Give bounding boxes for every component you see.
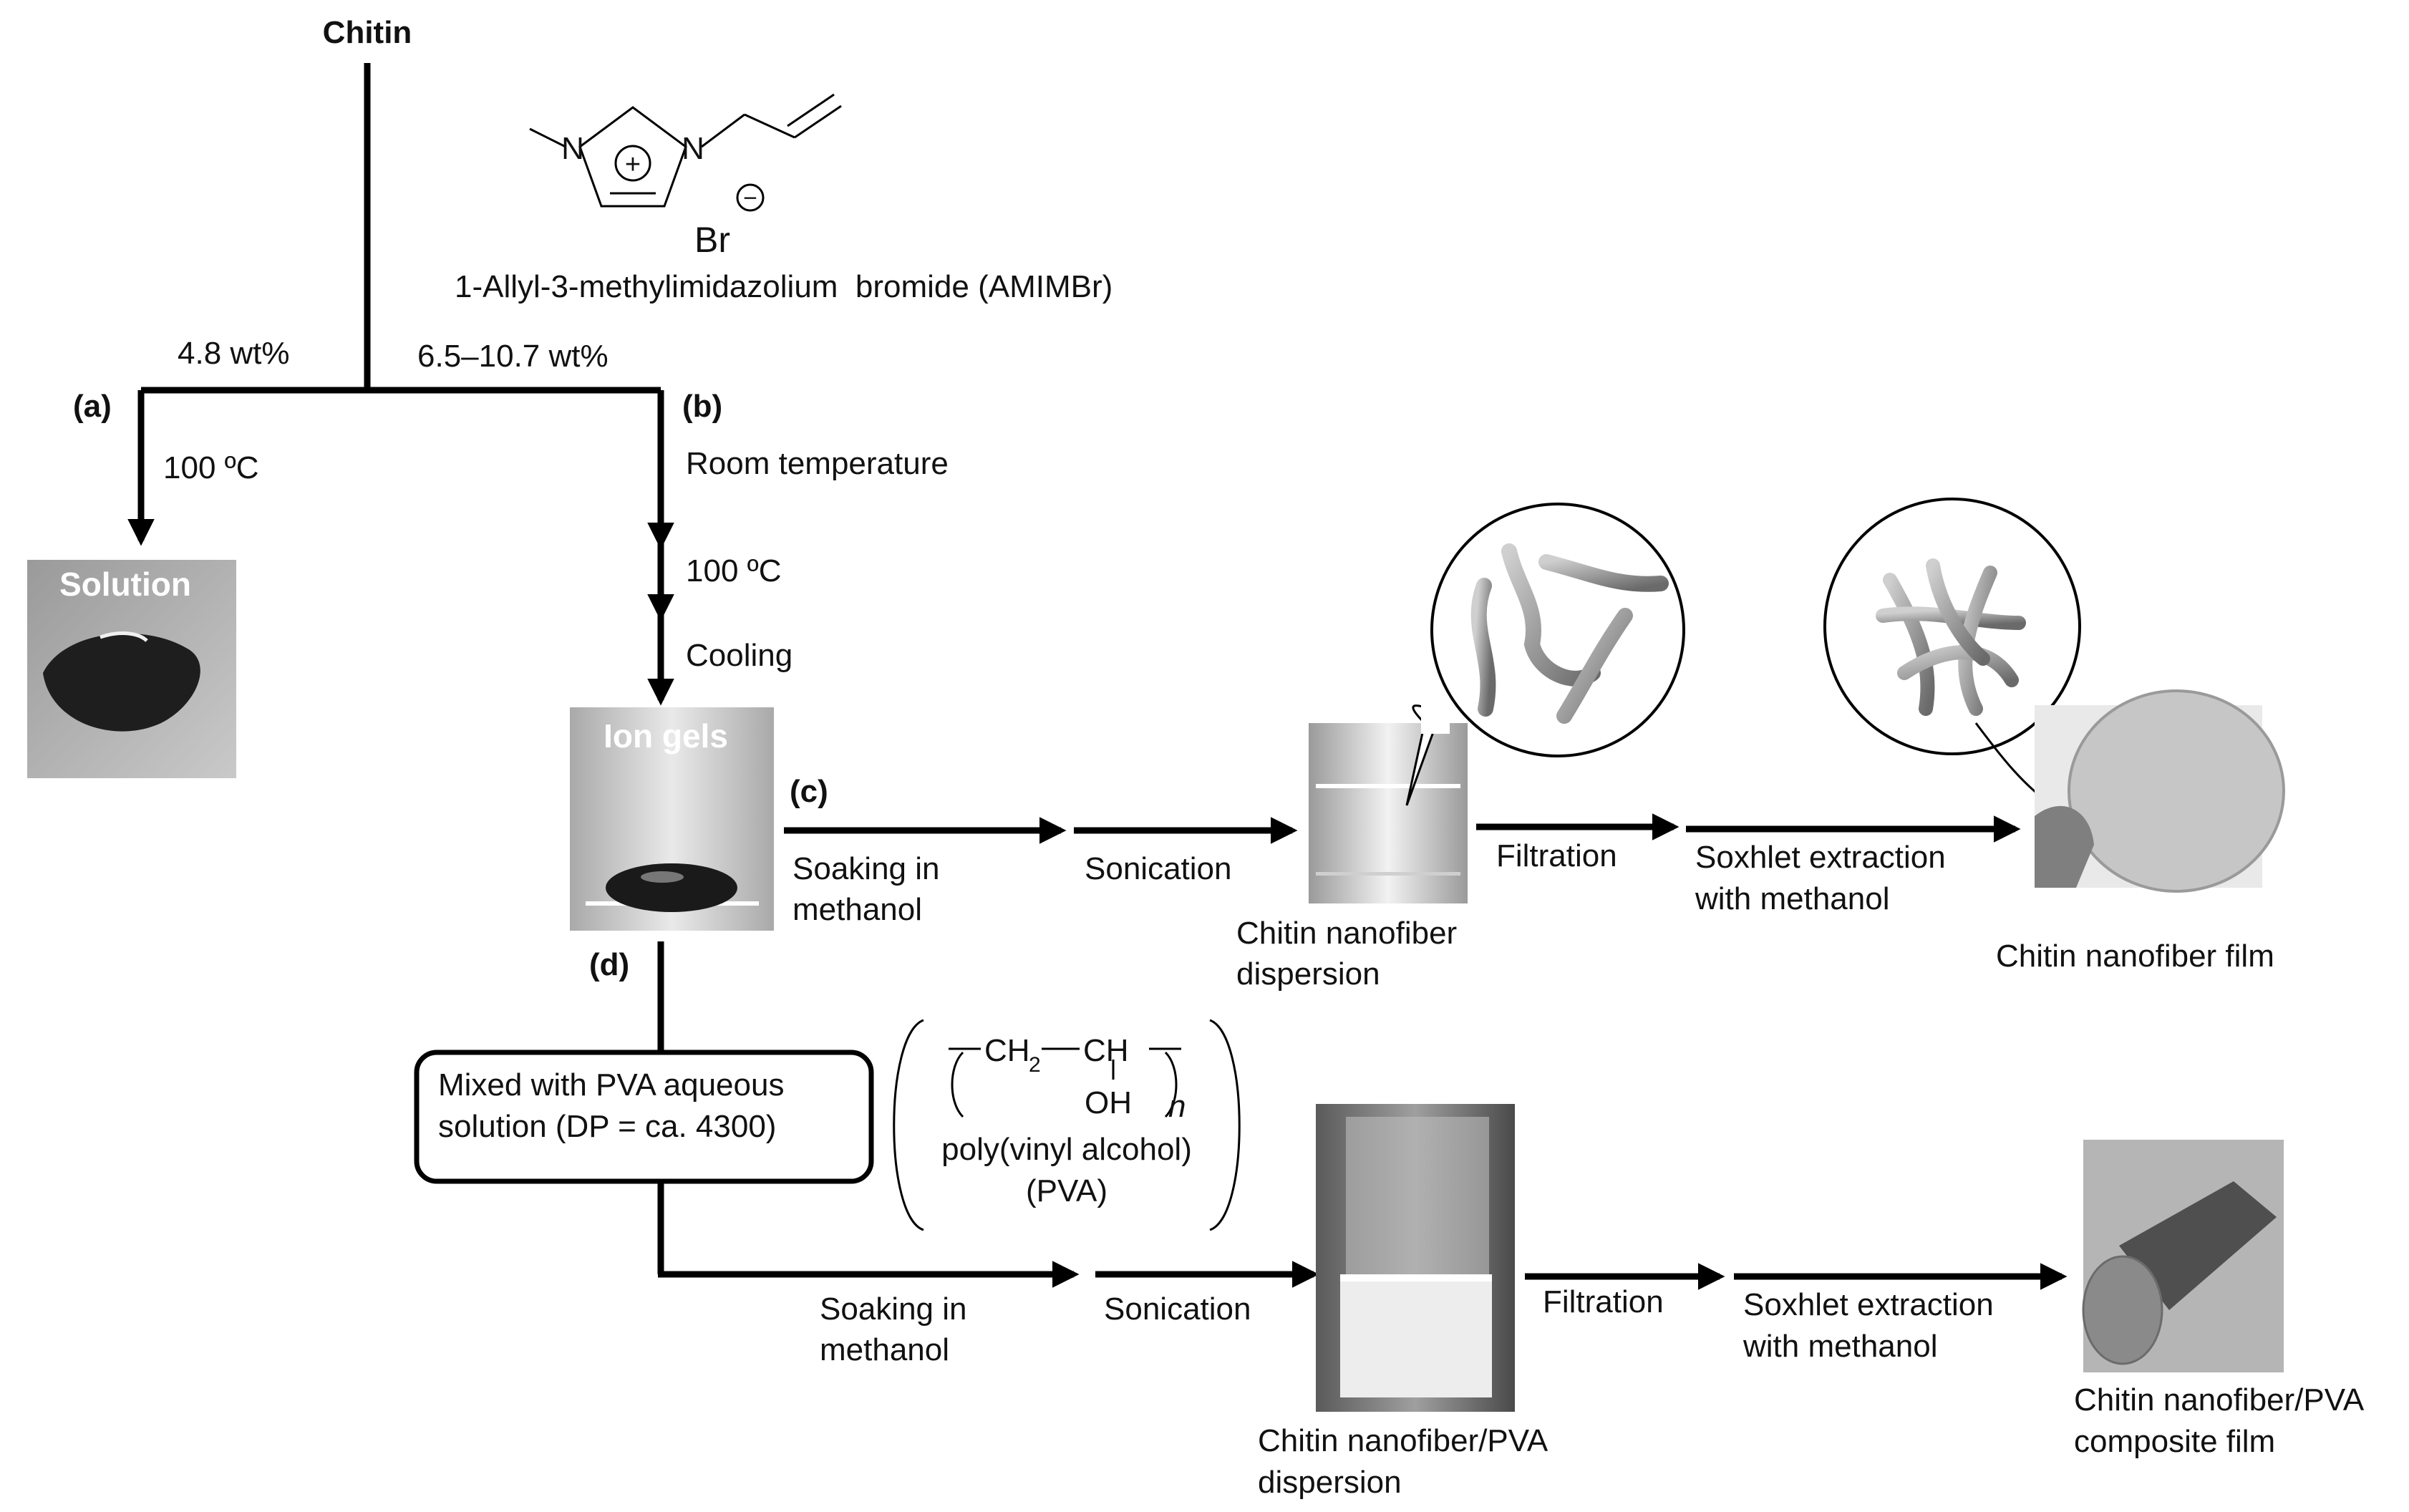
step-100c: 100 ºC <box>686 553 781 588</box>
amimbr-structure: N N + − Br <box>529 93 842 260</box>
c-dispersion-1: Chitin nanofiber <box>1236 916 1457 951</box>
minus-charge: − <box>743 185 757 212</box>
mix-box <box>414 1050 874 1184</box>
tag-a: (a) <box>73 389 112 424</box>
d-sonication: Sonication <box>1104 1292 1251 1327</box>
pva-ch2-sub: 2 <box>1029 1053 1041 1077</box>
pva-n: n <box>1168 1089 1186 1124</box>
c-sonication: Sonication <box>1085 851 1231 886</box>
pva-ch: CH <box>1083 1033 1129 1068</box>
pva-oh: OH <box>1085 1085 1132 1120</box>
composite-film-photo <box>2082 1140 2284 1372</box>
tag-b: (b) <box>682 389 722 424</box>
nanofiber-dispersion-photo <box>1309 723 1468 903</box>
pva-structure: CH 2 CH OH n poly(vinyl alcohol) (PVA) <box>893 1019 1241 1231</box>
c-soak-1: Soaking in <box>793 851 939 886</box>
ionic-liquid-name: 1-Allyl-3-methylimidazolium bromide (AMI… <box>455 269 1113 304</box>
d-product-2: composite film <box>2074 1424 2275 1459</box>
plus-charge: + <box>625 150 641 180</box>
d-soak-1: Soaking in <box>820 1292 966 1327</box>
temp-a: 100 ºC <box>163 450 258 485</box>
pva-name: poly(vinyl alcohol) <box>941 1132 1192 1167</box>
d-dispersion-1: Chitin nanofiber/PVA <box>1258 1423 1548 1458</box>
c-soxhlet-1: Soxhlet extraction <box>1695 840 1946 875</box>
d-filtration: Filtration <box>1543 1284 1664 1319</box>
d-dispersion-2: dispersion <box>1258 1465 1402 1500</box>
dispersion-zoom-bubble <box>1405 503 1685 806</box>
mix-line-2: solution (DP = ca. 4300) <box>438 1109 776 1144</box>
ion-gels-label: Ion gels <box>604 717 728 755</box>
pva-ch2: CH <box>984 1033 1030 1068</box>
step-room-temp: Room temperature <box>686 446 949 481</box>
c-soak-2: methanol <box>793 892 922 927</box>
step-cooling: Cooling <box>686 638 793 673</box>
anion-br: Br <box>694 220 730 260</box>
pva-abbr: (PVA) <box>1026 1173 1107 1208</box>
mix-line-1: Mixed with PVA aqueous <box>438 1067 784 1102</box>
pva-dispersion-photo <box>1316 1104 1515 1412</box>
d-product-1: Chitin nanofiber/PVA <box>2074 1382 2365 1418</box>
title-chitin: Chitin <box>323 15 412 50</box>
film-zoom-bubble <box>1823 498 2081 803</box>
c-dispersion-2: dispersion <box>1236 956 1380 992</box>
c-product: Chitin nanofiber film <box>1996 939 2274 974</box>
c-soxhlet-2: with methanol <box>1695 881 1889 916</box>
nanofiber-film-photo <box>2035 689 2285 893</box>
c-filtration: Filtration <box>1496 838 1617 873</box>
tag-d: (d) <box>589 947 629 982</box>
conc-a: 4.8 wt% <box>178 336 290 371</box>
atom-n-left: N <box>561 131 584 166</box>
atom-n-right: N <box>682 131 704 166</box>
d-soxhlet-2: with methanol <box>1742 1329 1937 1364</box>
solution-photo <box>27 560 236 778</box>
tag-c: (c) <box>790 774 828 809</box>
d-soxhlet-1: Soxhlet extraction <box>1743 1287 1994 1322</box>
solution-label: Solution <box>59 566 191 603</box>
conc-b: 6.5–10.7 wt% <box>417 339 609 374</box>
ion-gels-photo <box>570 707 774 931</box>
d-soak-2: methanol <box>820 1332 949 1367</box>
